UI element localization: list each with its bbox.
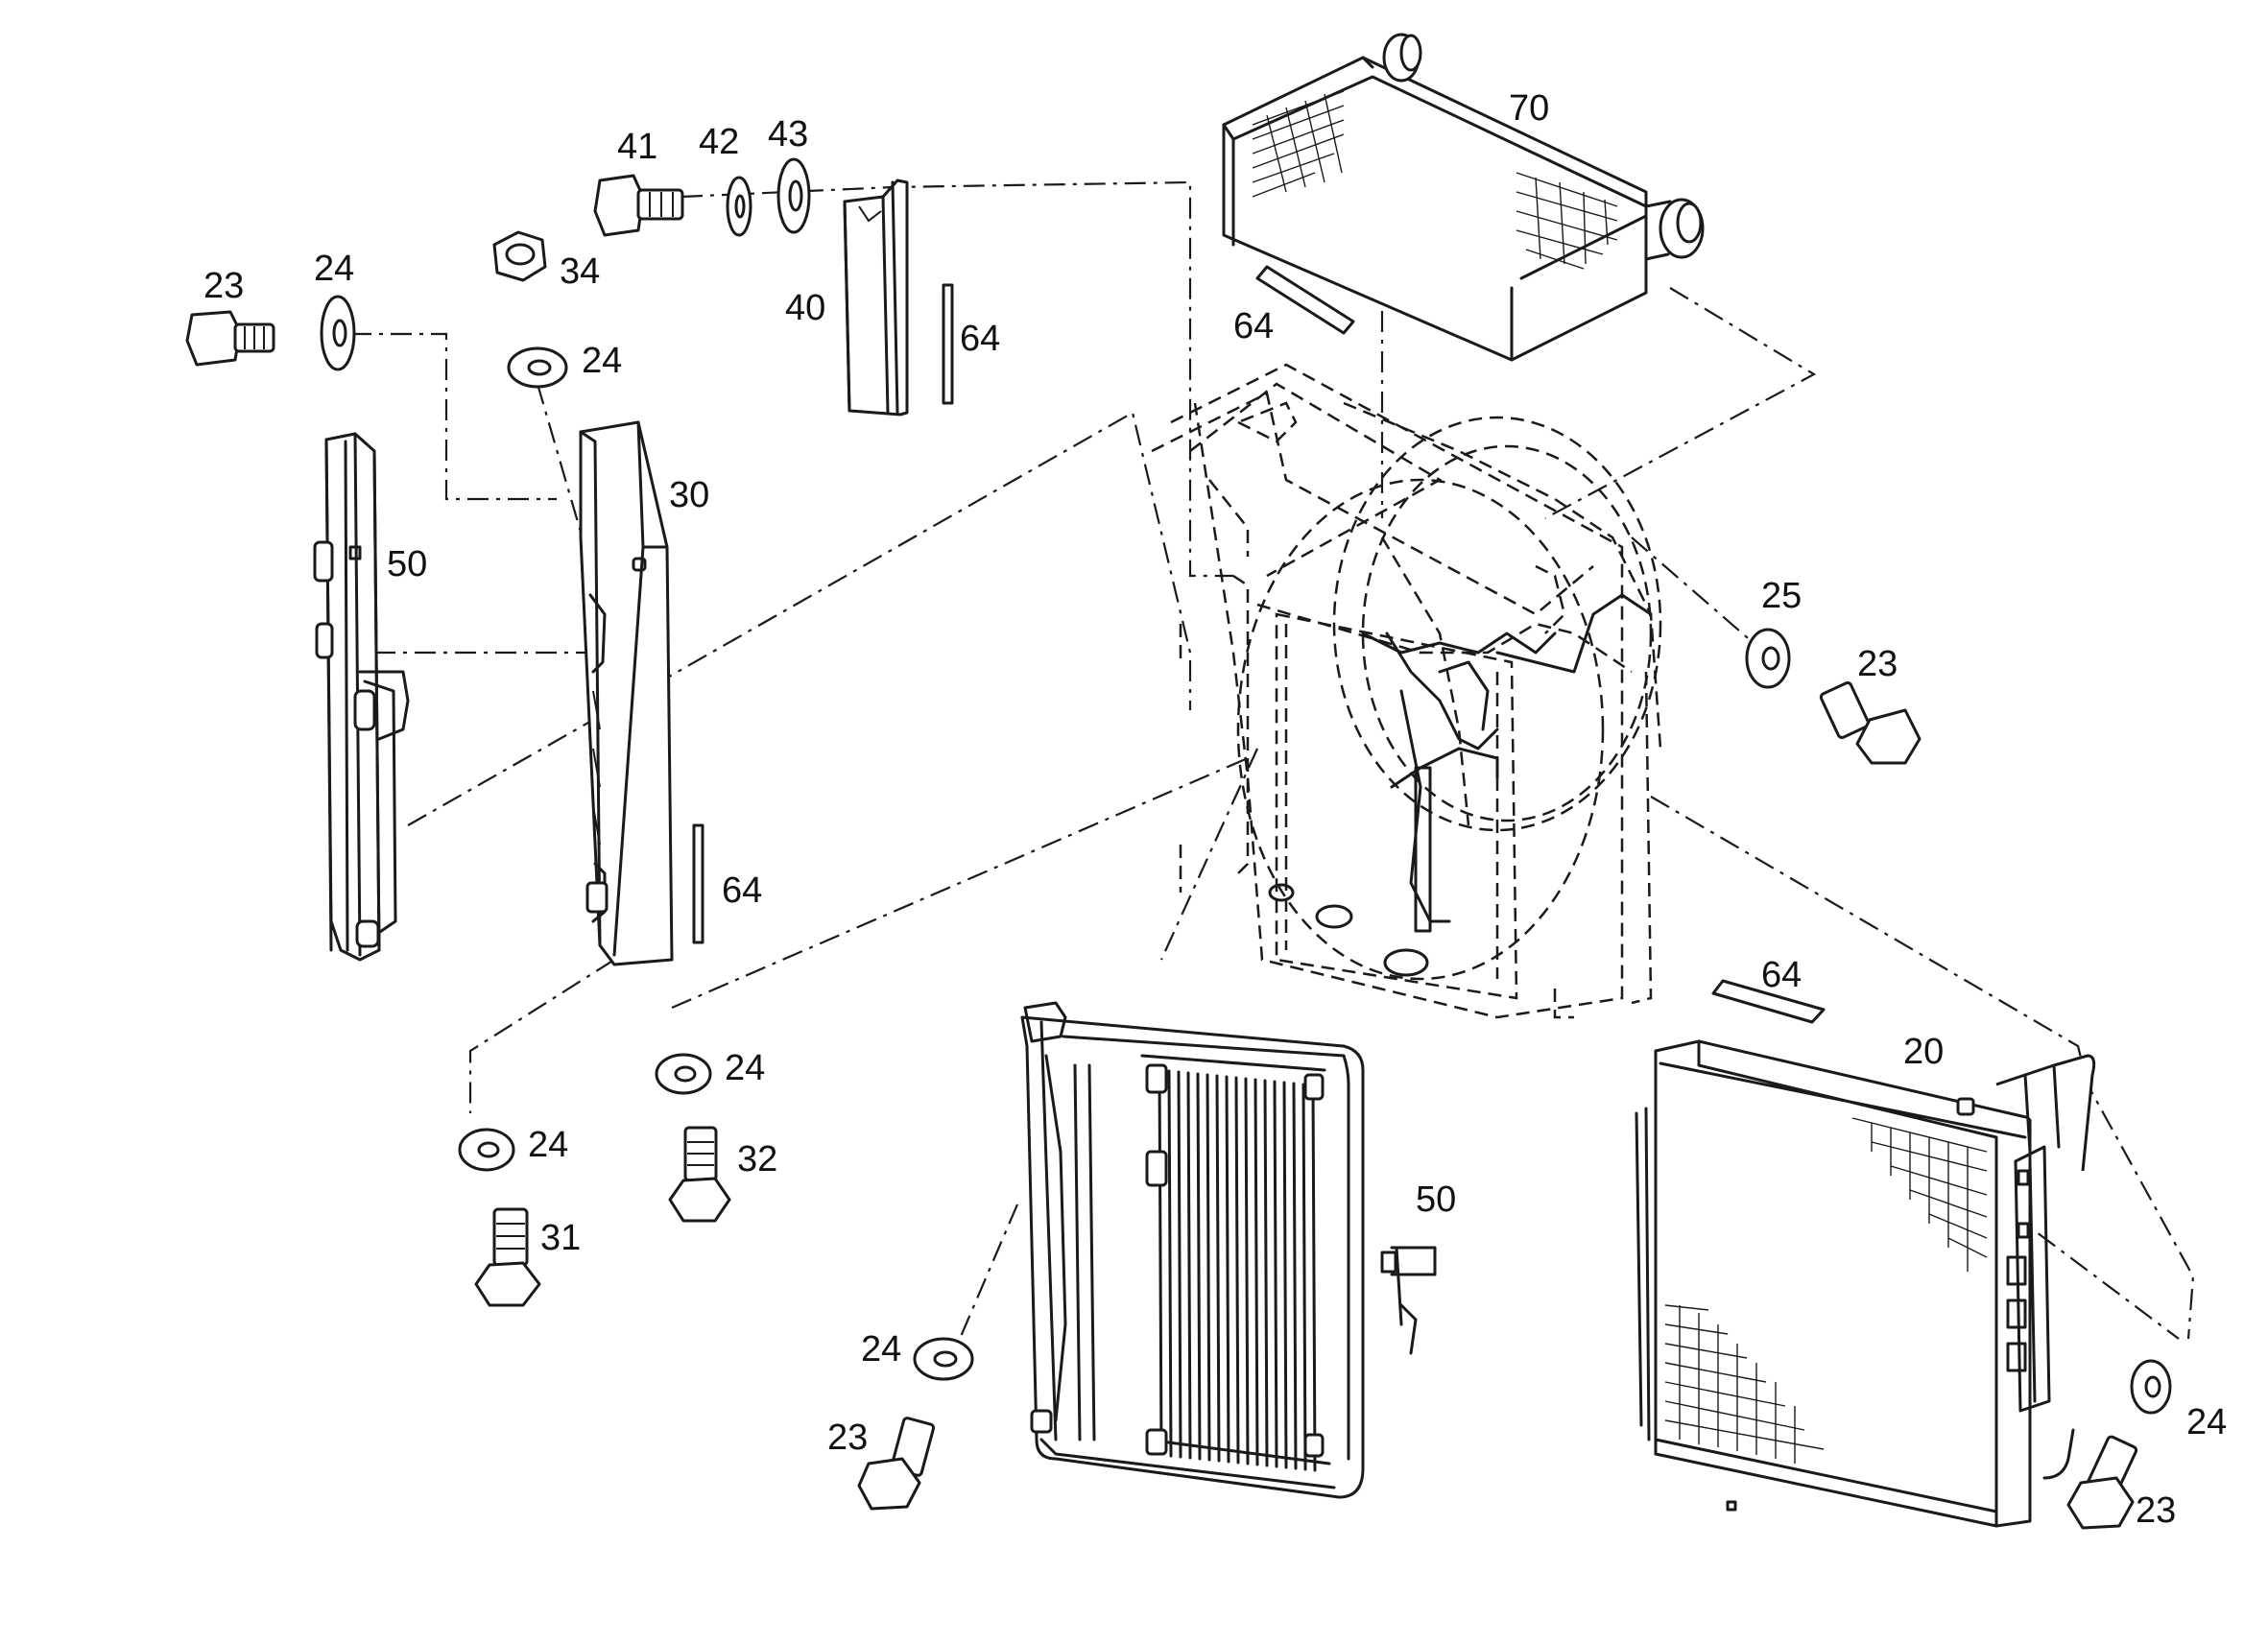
callout-24-center: 24 [861, 1329, 901, 1370]
washer-43 [776, 157, 811, 234]
callout-labels: 23 24 34 24 41 42 43 40 64 70 64 30 50 6… [203, 88, 2227, 1531]
strip-64-a [942, 283, 954, 405]
strip-64-c [692, 823, 704, 944]
cooler-50-left [313, 432, 410, 962]
callout-30: 30 [669, 475, 709, 515]
bolt-41 [593, 174, 684, 237]
callout-64-a: 64 [960, 319, 1000, 359]
bracket-40 [843, 179, 909, 417]
callout-64-c: 64 [722, 870, 762, 911]
callout-43: 43 [768, 114, 808, 155]
callout-50-left: 50 [387, 544, 427, 584]
frame-shroud-assembly [1151, 363, 1662, 1019]
radiator-20 [1635, 1039, 2096, 1528]
bolt-23-top-left [185, 310, 275, 367]
strip-64-d [1711, 979, 1826, 1024]
callout-20: 20 [1903, 1032, 1944, 1072]
callout-70: 70 [1509, 88, 1549, 129]
callout-50-center: 50 [1416, 1179, 1456, 1220]
callout-23-top-left: 23 [203, 266, 244, 306]
callout-24-bottom-right: 24 [2186, 1402, 2227, 1442]
washer-42 [726, 176, 752, 237]
washer-25 [1745, 628, 1791, 689]
bolt-23-center [857, 1417, 936, 1511]
callout-23-center: 23 [827, 1418, 868, 1458]
washer-24-low-left [458, 1128, 515, 1172]
callout-24-top-left: 24 [314, 249, 354, 289]
module-30 [579, 420, 674, 966]
callout-24-nut: 24 [582, 341, 622, 381]
nut-34 [492, 230, 547, 282]
strip-64-b [1255, 265, 1355, 335]
callout-31: 31 [540, 1218, 581, 1258]
bolt-23-right [1819, 680, 1922, 765]
washer-24-bottom-right [2130, 1359, 2172, 1415]
washer-24-center [913, 1337, 974, 1381]
washer-24-mid-left [655, 1053, 712, 1095]
callout-25: 25 [1761, 576, 1802, 616]
intercooler-mesh [1252, 90, 1618, 270]
washer-24-under-nut [507, 346, 568, 389]
callout-34: 34 [560, 251, 600, 292]
radiator-mesh [1664, 1117, 1988, 1464]
callout-23-right: 23 [1857, 644, 1898, 684]
callout-32: 32 [737, 1139, 777, 1179]
bolt-32 [668, 1126, 731, 1223]
callout-64-d: 64 [1761, 955, 1802, 995]
washer-24-top-left [320, 295, 356, 371]
callout-40: 40 [785, 288, 825, 328]
condenser-50-center [1020, 1001, 1437, 1499]
callout-24-low: 24 [528, 1125, 568, 1165]
condenser-tubes [1158, 1068, 1317, 1472]
callout-23-bottom-right: 23 [2136, 1490, 2176, 1531]
callout-41: 41 [617, 127, 657, 167]
callout-24-mid: 24 [725, 1048, 765, 1088]
bolt-23-bottom-right [2066, 1435, 2138, 1530]
bolt-31 [474, 1207, 541, 1307]
intercooler-70 [1222, 33, 1705, 362]
callout-42: 42 [699, 122, 739, 162]
callout-64-b: 64 [1233, 306, 1274, 346]
